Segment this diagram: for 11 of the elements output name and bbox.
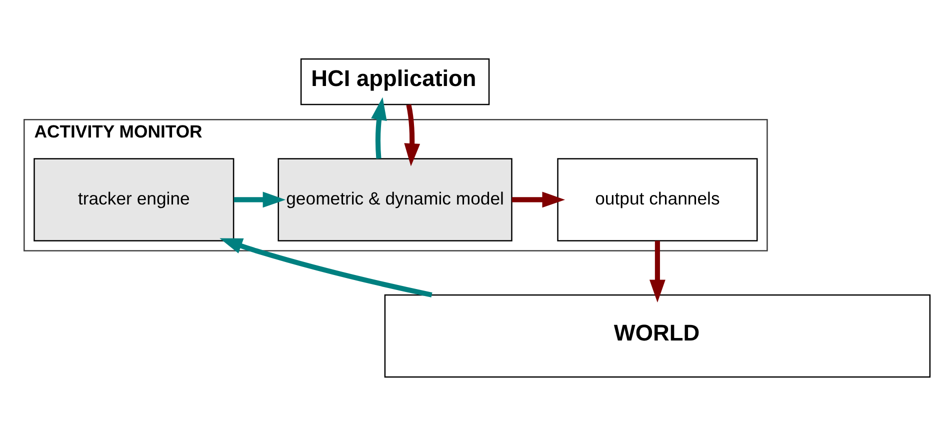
arrow bbox=[371, 97, 387, 159]
arrow bbox=[649, 240, 666, 302]
arrow bbox=[404, 104, 420, 166]
node-box: tracker engine bbox=[34, 158, 234, 242]
node-box: geometric & dynamic model bbox=[278, 158, 512, 242]
node-box: output channels bbox=[557, 158, 758, 242]
arrow bbox=[220, 238, 432, 298]
node-box: WORLD bbox=[384, 294, 931, 378]
arrow bbox=[512, 192, 566, 208]
arrow bbox=[234, 192, 286, 208]
node-box: HCI application bbox=[300, 58, 490, 106]
